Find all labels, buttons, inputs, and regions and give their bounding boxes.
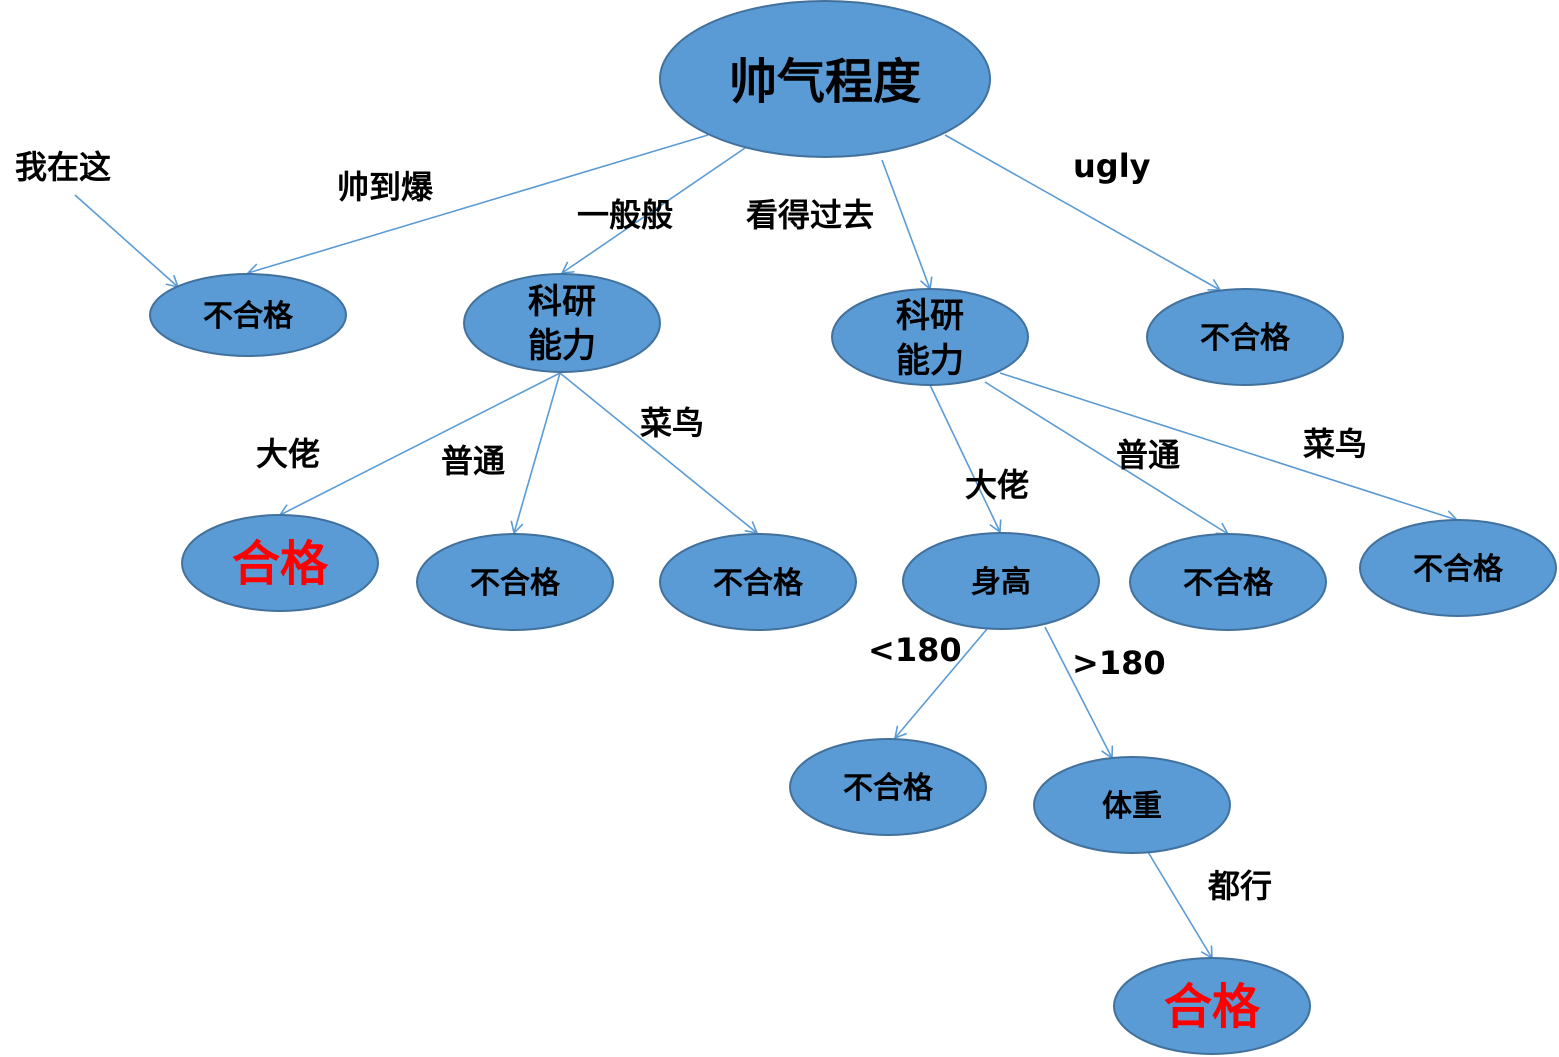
node-leaf-rookie-2: 不合格 [1359,519,1557,617]
label-expert-2: 大佬 [965,466,1029,504]
node-leaf-handsome-label: 不合格 [203,299,294,334]
label-handsome: 帅到爆 [337,168,434,206]
node-leaf-short: 不合格 [789,738,987,836]
edge-acceptable [881,159,933,291]
node-leaf-normal-1-label: 不合格 [470,566,561,601]
node-leaf-short-label: 不合格 [843,771,934,806]
label-average: 一般般 [577,196,673,234]
node-research-2: 科研 能力 [831,288,1029,386]
label-rookie-1: 菜鸟 [640,404,704,442]
edge-short [893,628,988,740]
node-pass-1-label: 合格 [232,536,329,592]
node-pass-1: 合格 [181,514,379,612]
node-pass-2-label: 合格 [1164,979,1261,1035]
node-leaf-normal-2-label: 不合格 [1183,566,1274,601]
node-weight: 体重 [1033,756,1231,854]
label-tall: >180 [1072,644,1166,682]
node-root: 帅气程度 [659,0,991,158]
edge-tall [1044,626,1114,760]
edge-handsome [246,134,709,277]
label-me-here: 我在这 [15,148,111,186]
edge-labels: 我在这 帅到爆 一般般 看得过去 ugly 大佬 普通 菜鸟 大佬 普通 菜鸟 … [15,147,1367,905]
node-research-1-line2: 能力 [528,326,596,366]
label-acceptable: 看得过去 [746,196,874,234]
node-leaf-handsome: 不合格 [149,273,347,357]
node-pass-2: 合格 [1113,957,1311,1055]
node-leaf-ugly: 不合格 [1146,288,1344,386]
node-height-label: 身高 [971,565,1031,600]
label-short: <180 [868,631,962,669]
node-research-2-line2: 能力 [896,341,964,381]
label-expert-1: 大佬 [256,435,320,473]
edge-expert-1 [278,372,561,517]
edge-average [560,147,746,274]
node-leaf-ugly-label: 不合格 [1200,321,1291,356]
edges [74,134,1459,960]
edge-expert-2 [929,384,1002,534]
edge-any [1147,851,1213,960]
node-research-2-line1: 科研 [896,296,964,336]
label-normal-2: 普通 [1116,436,1180,474]
node-leaf-rookie-1-label: 不合格 [713,566,804,601]
node-leaf-rookie-1: 不合格 [659,533,857,631]
edge-normal-2 [984,381,1230,535]
node-leaf-normal-2: 不合格 [1129,533,1327,631]
node-weight-label: 体重 [1102,789,1162,824]
node-root-label: 帅气程度 [729,54,921,110]
edge-rookie-1 [559,372,759,535]
label-normal-1: 普通 [441,442,505,480]
nodes: 帅气程度 不合格 科研 能力 科研 能力 不合格 合格 不合格 [149,0,1557,1055]
edge-normal-1 [510,372,561,535]
node-height: 身高 [902,532,1100,630]
node-leaf-normal-1: 不合格 [416,533,614,631]
edge-ugly [944,134,1222,291]
label-ugly: ugly [1073,147,1151,185]
label-rookie-2: 菜鸟 [1303,425,1367,463]
node-research-1-line1: 科研 [528,282,596,322]
node-research-1: 科研 能力 [463,273,661,373]
node-leaf-rookie-2-label: 不合格 [1413,552,1504,587]
edge-me-here [74,194,180,289]
label-any: 都行 [1207,867,1272,905]
edge-rookie-2 [999,372,1459,524]
